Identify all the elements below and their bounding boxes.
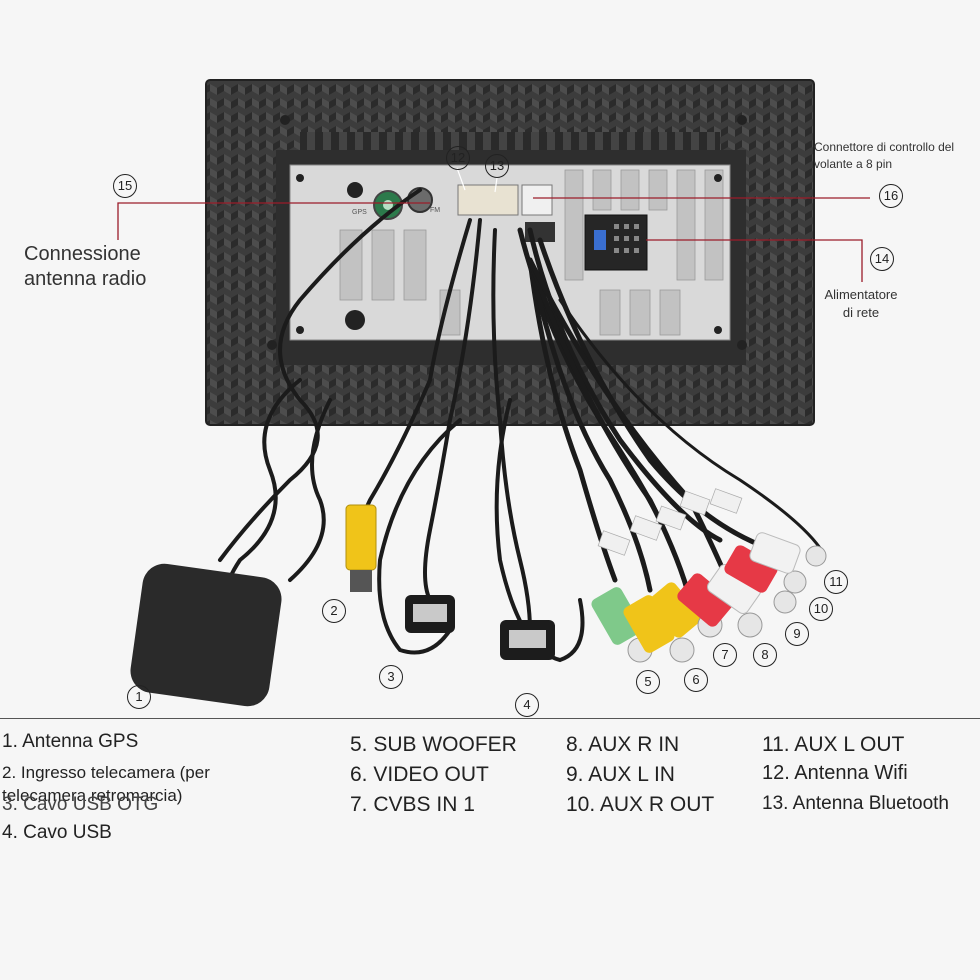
legend-item-1: 1. Antenna GPS bbox=[2, 731, 139, 752]
legend-item-4: 4. Cavo USB bbox=[2, 822, 112, 843]
legend-item-10: 10. AUX R OUT bbox=[566, 793, 715, 816]
rca-connectors bbox=[591, 532, 827, 663]
white-leaders bbox=[456, 167, 498, 193]
callout-3: 3 bbox=[379, 665, 403, 689]
legend-item-7: 7. CVBS IN 1 bbox=[350, 793, 475, 816]
callout-8: 8 bbox=[753, 643, 777, 667]
callout-7: 7 bbox=[713, 643, 737, 667]
legend-item-3: 3. Cavo USB OTG bbox=[2, 794, 159, 815]
radio-antenna-label: Connessione antenna radio bbox=[24, 243, 147, 290]
callout-2: 2 bbox=[322, 599, 346, 623]
legend-item-5: 5. SUB WOOFER bbox=[350, 733, 517, 756]
power-label: Alimentatore di rete bbox=[824, 287, 898, 320]
legend-item-13: 13. Antenna Bluetooth bbox=[762, 793, 949, 814]
legend-item-6: 6. VIDEO OUT bbox=[350, 763, 489, 786]
callout-9: 9 bbox=[785, 622, 809, 646]
callout-4: 4 bbox=[515, 693, 539, 717]
wifi-bt-connector bbox=[457, 184, 519, 216]
fm-port-label: FM bbox=[430, 207, 440, 214]
cable-tags bbox=[597, 488, 743, 556]
legend-divider bbox=[0, 718, 980, 719]
callout-10: 10 bbox=[809, 597, 833, 621]
gps-antenna bbox=[130, 563, 282, 707]
legend-item-9: 9. AUX L IN bbox=[566, 763, 675, 786]
callout-13: 13 bbox=[485, 154, 509, 178]
camera-connector bbox=[345, 504, 377, 571]
legend-item-11: 11. AUX L OUT bbox=[762, 733, 905, 756]
callout-16: 16 bbox=[879, 184, 903, 208]
legend-item-8: 8. AUX R IN bbox=[566, 733, 680, 756]
gps-port-label: GPS bbox=[352, 209, 367, 216]
callout-1: 1 bbox=[127, 685, 151, 709]
legend-item-2-cont: telecamera retromarcia) bbox=[2, 786, 183, 805]
leader-lines bbox=[117, 197, 870, 282]
callout-14: 14 bbox=[870, 247, 894, 271]
steering-connector bbox=[521, 184, 553, 216]
legend-item-12: 12. Antenna Wifi bbox=[762, 762, 908, 784]
callout-5: 5 bbox=[636, 670, 660, 694]
steering-connector-label: Connettore di controllo del volante a 8 … bbox=[814, 140, 955, 171]
callout-6: 6 bbox=[684, 668, 708, 692]
legend-item-2: 2. Ingresso telecamera (per bbox=[2, 763, 210, 782]
callout-12: 12 bbox=[446, 146, 470, 170]
screw-holes bbox=[267, 115, 747, 350]
callout-11: 11 bbox=[824, 570, 848, 594]
callout-15: 15 bbox=[113, 174, 137, 198]
